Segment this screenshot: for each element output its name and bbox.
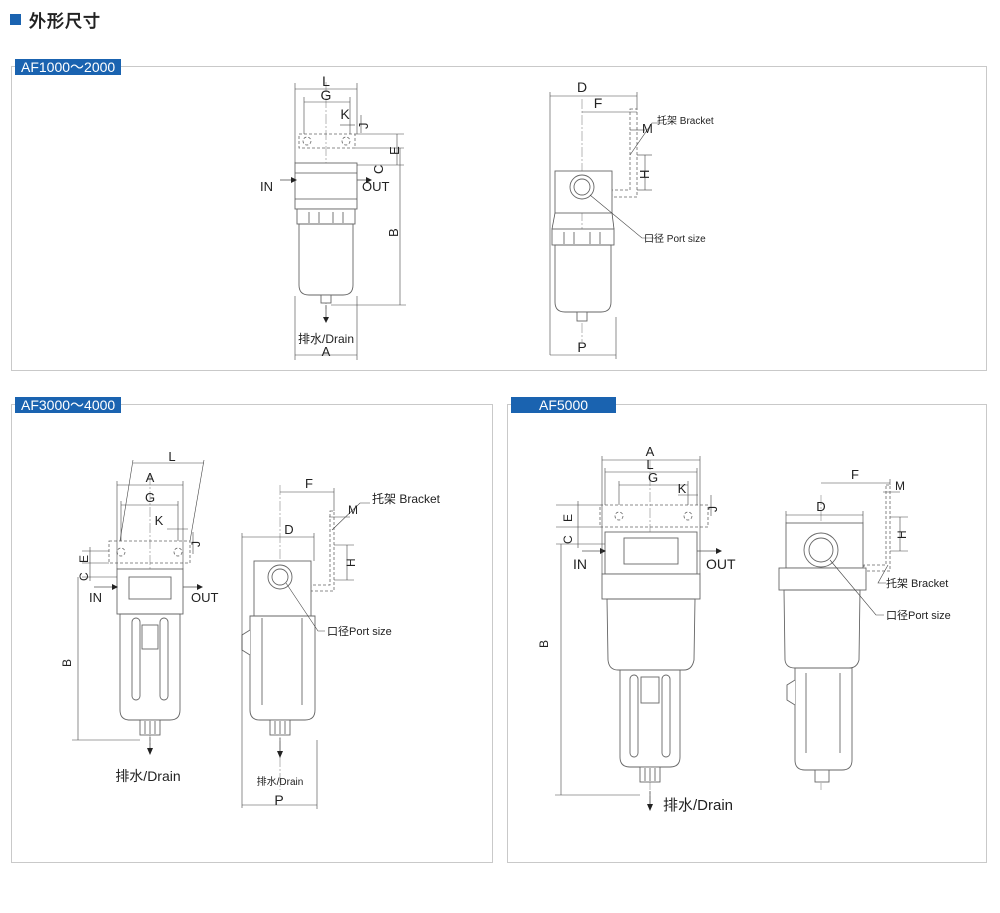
af1000-label-G: G [321,87,332,103]
af3000-label-A: A [146,470,155,485]
af5000-label-B: B [537,640,551,648]
panel-af5000: AF5000 [507,397,987,863]
af5000-label-A: A [646,444,655,459]
af3000-label-E: E [77,555,91,563]
af5000-label-port: 口径Port size [886,609,951,622]
panel-tag-af3000: AF3000～4000 [15,397,122,413]
af3000-side-view: F M D H P 托架 Bracket 口径Port size 排水/Drai… [241,476,441,809]
af5000-side-view: F M D H 托架 Bracket 口径Port size [778,467,951,790]
af1000-side-view: D F M H P 托架 Bracket 口径 Port size [549,79,714,359]
af1000-label-D: D [577,79,587,95]
af5000-label-M: M [895,479,905,493]
af3000-label-D: D [284,522,293,537]
af5000-label-E: E [561,514,575,522]
af1000-label-J: J [356,123,371,130]
af5000-label-C: C [561,535,575,544]
af1000-label-E: E [387,146,402,155]
page-title: 外形尺寸 [29,11,101,32]
af5000-label-drain: 排水/Drain [663,797,733,814]
panel-af3000: AF3000～4000 [11,397,493,863]
af5000-label-K: K [678,481,687,496]
af1000-label-K: K [340,106,350,122]
af1000-label-port: 口径 Port size [644,232,706,245]
af5000-label-F: F [851,467,859,482]
af3000-label-K: K [155,513,164,528]
af1000-label-M: M [642,121,653,136]
af5000-label-D: D [816,499,825,514]
af1000-label-F: F [594,95,603,111]
af5000-drawing: A L G K J E C B IN OUT 排水/Drain [537,444,951,814]
af3000-label-drain: 排水/Drain [115,768,180,784]
af3000-front-view: L A G K J E C B IN OUT 排水/Drain [60,449,219,784]
af5000-front-view: A L G K J E C B IN OUT 排水/Drain [537,444,736,814]
af3000-label-M: M [348,503,358,517]
af1000-label-drain: 排水/Drain [298,332,354,346]
af3000-label-H: H [344,558,358,567]
af1000-label-bracket: 托架 Bracket [657,114,714,127]
af5000-label-bracket: 托架 Bracket [886,576,948,590]
af1000-label-L: L [322,73,330,89]
af1000-front-view: L G K J E C B IN OUT 排水/Drain A [260,73,406,360]
af3000-label-in: IN [89,590,102,605]
af1000-label-P: P [577,339,586,355]
af5000-label-H: H [895,530,909,539]
af5000-label-J: J [706,506,720,512]
af3000-label-L: L [168,449,175,464]
af5000-label-L: L [646,457,653,472]
panel-tag-af1000: AF1000～2000 [15,59,122,75]
af3000-label-out: OUT [191,590,219,605]
af5000-label-G: G [648,470,658,485]
af3000-label-C: C [77,572,91,581]
af1000-label-in: IN [260,179,273,194]
af1000-label-B: B [386,228,401,237]
af5000-label-out: OUT [706,556,736,572]
af3000-label-P: P [274,792,283,808]
af1000-drawing: L G K J E C B IN OUT 排水/Drain A [260,73,714,360]
af3000-label-drain-side: 排水/Drain [257,775,304,788]
header-square-icon [10,13,21,25]
af3000-label-B: B [60,659,74,667]
af3000-label-bracket: 托架 Bracket [372,492,441,506]
panel-tag-af5000: AF5000 [511,397,617,413]
af1000-label-A: A [322,344,331,359]
af1000-label-H: H [637,170,652,179]
af1000-label-C: C [371,165,386,174]
af1000-label-out: OUT [362,179,390,194]
af5000-label-in: IN [573,556,587,572]
af3000-label-J: J [189,541,203,547]
af3000-label-port: 口径Port size [327,625,392,638]
af3000-label-F: F [305,476,313,491]
page-header: 外形尺寸 [10,7,101,32]
panel-af1000: AF1000～2000 [11,59,987,371]
af3000-label-G: G [145,490,155,505]
af3000-drawing: L A G K J E C B IN OUT 排水/Drain [60,449,441,809]
